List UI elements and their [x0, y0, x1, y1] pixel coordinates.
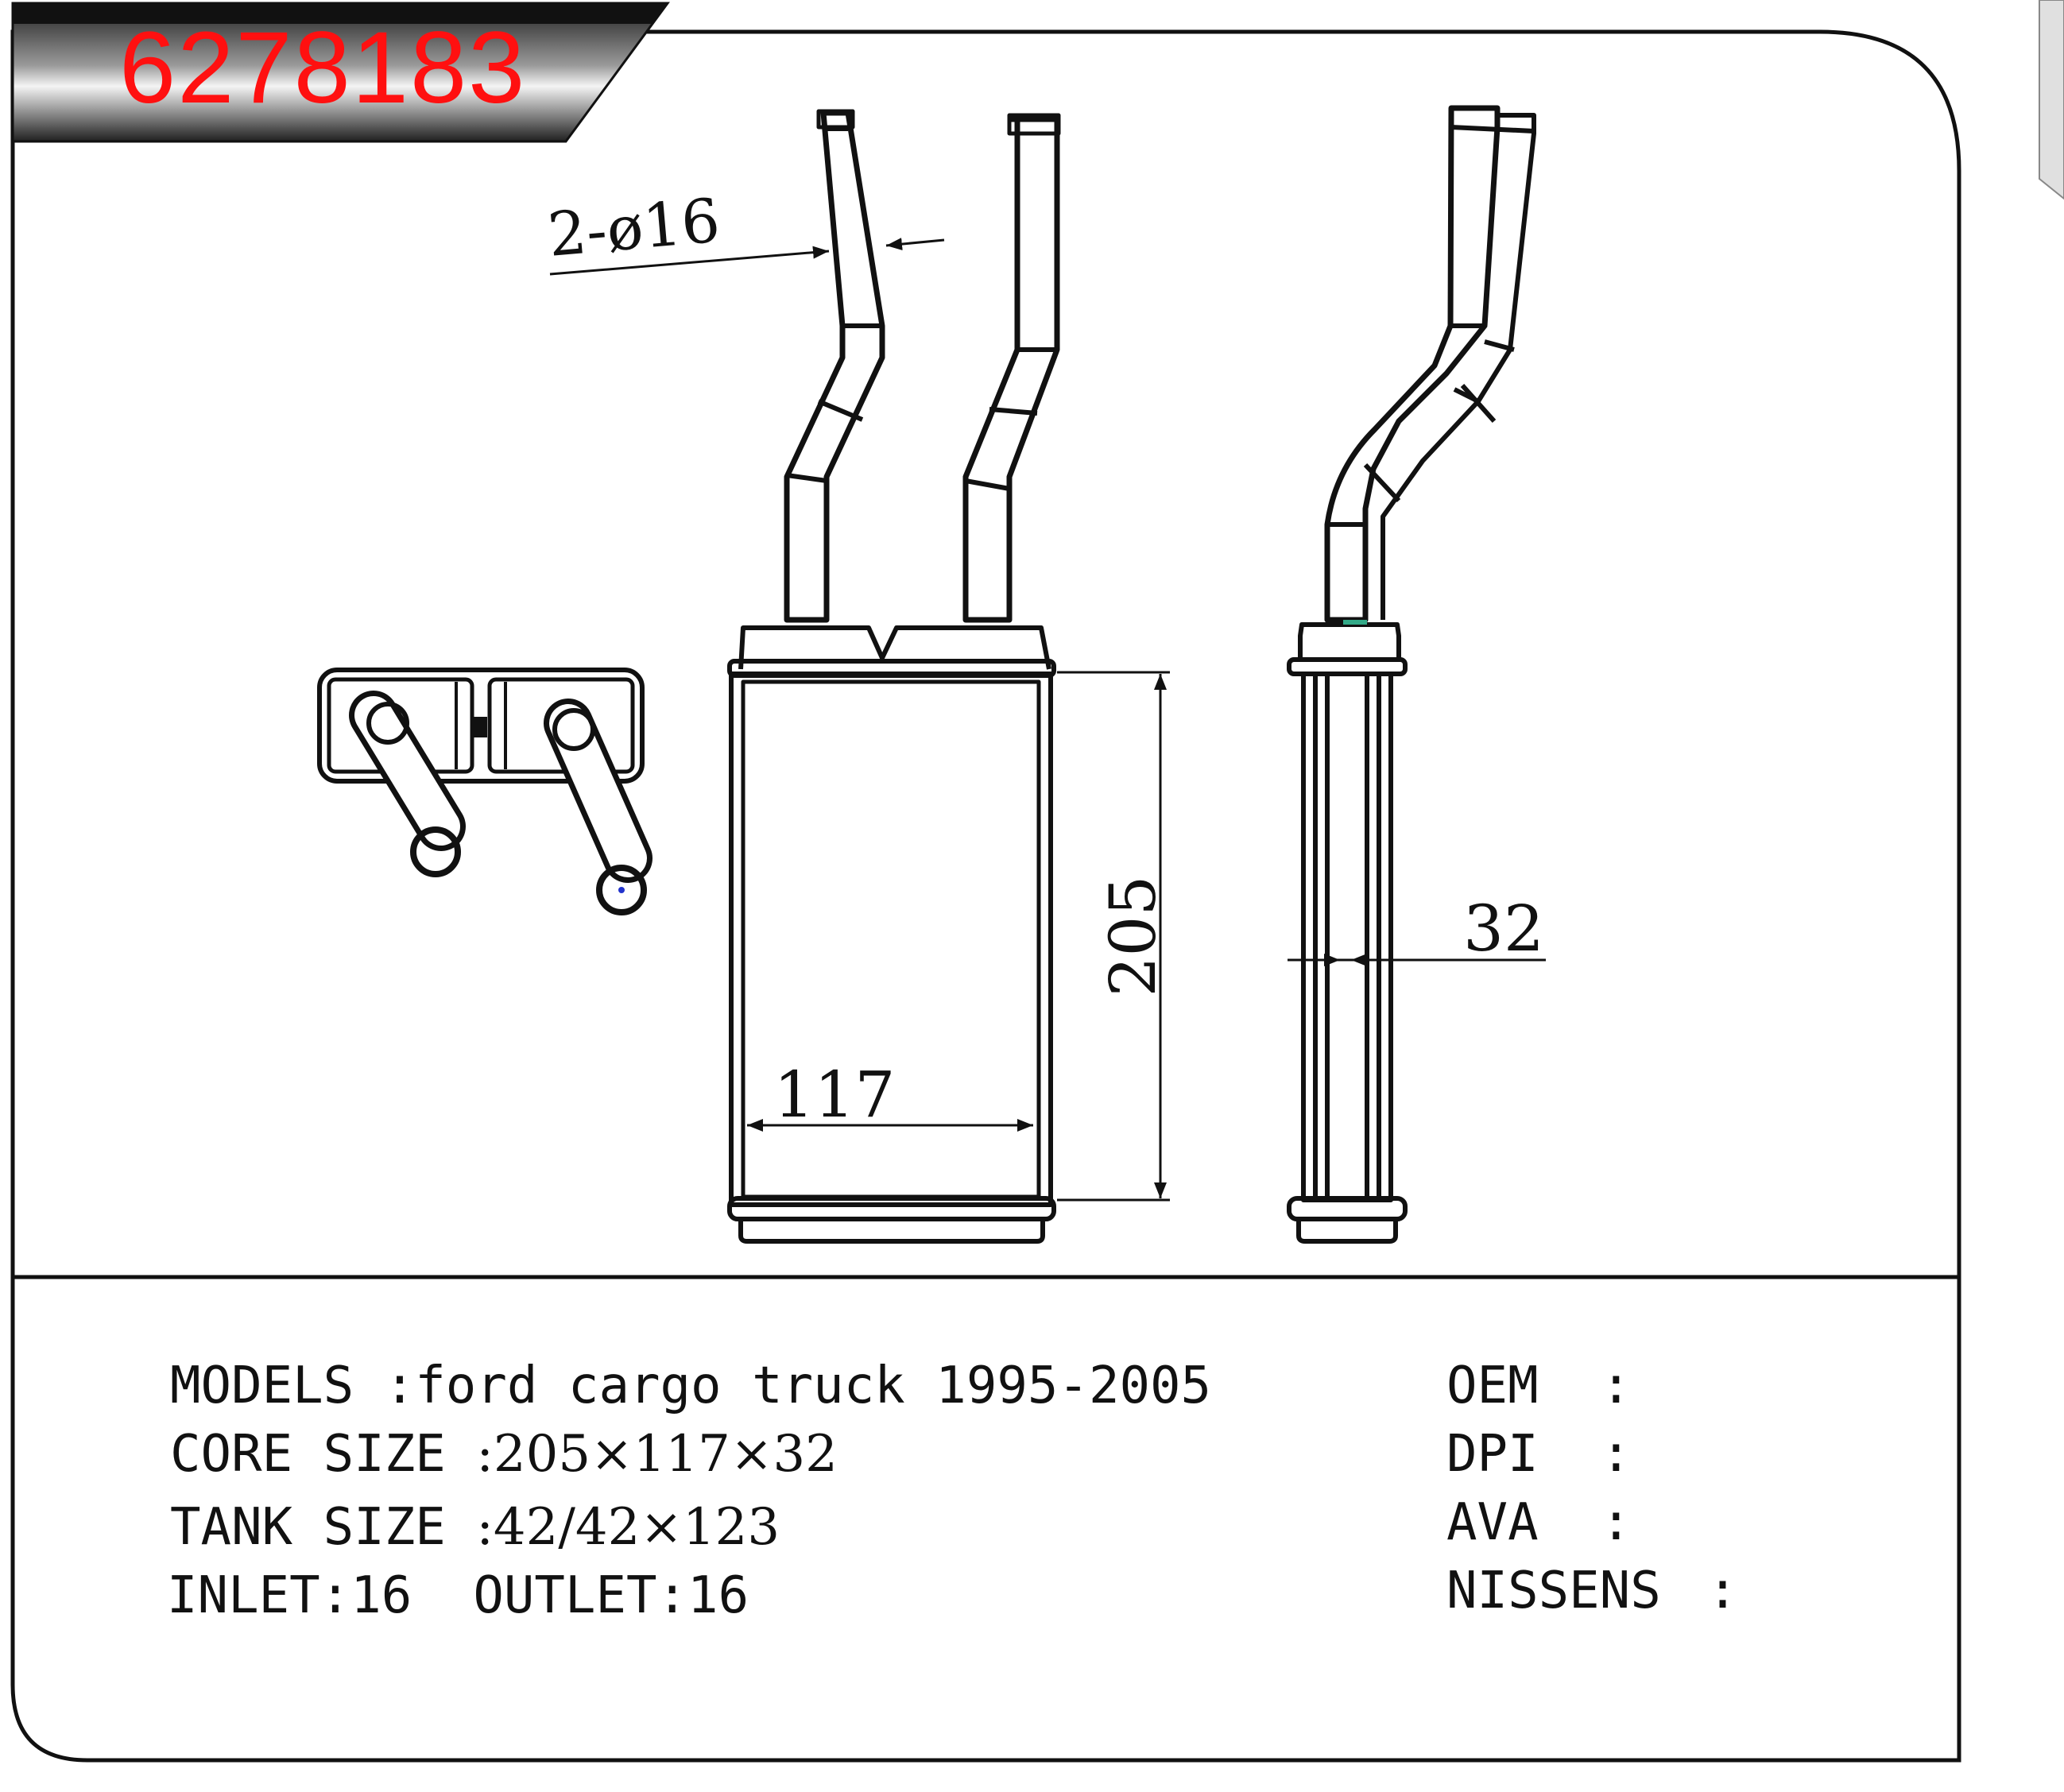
dpi-label: DPI — [1446, 1425, 1539, 1484]
spec-core-row: CORE SIZE :205×117×32 — [170, 1429, 838, 1480]
nissens-sep: : — [1707, 1562, 1738, 1620]
dpi-sep: : — [1601, 1425, 1632, 1484]
dimension-lines — [549, 238, 1546, 1202]
tank-size-value: :42/42×123 — [476, 1498, 780, 1557]
core-size-label: CORE SIZE — [170, 1425, 446, 1484]
core-size-value: :205×117×32 — [476, 1425, 838, 1484]
nissens-row: NISSENS : — [1446, 1566, 1738, 1616]
inlet-pipe — [784, 110, 885, 623]
core-width-dimension: 117 — [774, 1058, 896, 1132]
models-label: MODELS — [170, 1357, 354, 1415]
part-number-banner — [11, 2, 670, 143]
front-view — [727, 109, 1061, 1244]
edge-tab — [2039, 0, 2064, 200]
inlet-label: INLET: — [167, 1566, 351, 1625]
nissens-label: NISSENS — [1446, 1562, 1661, 1620]
spec-models-row: MODELS :ford cargo truck 1995-2005 — [170, 1360, 1211, 1411]
pipe-connector-view — [317, 668, 653, 915]
oem-sep: : — [1601, 1357, 1632, 1415]
core-depth-dimension: 32 — [1463, 892, 1544, 966]
outlet-pipe — [962, 116, 1060, 623]
ava-label: AVA — [1446, 1493, 1539, 1552]
dpi-row: DPI : — [1446, 1429, 1632, 1480]
pipe-diameter-callout: 2-ø16 — [545, 184, 722, 270]
oem-row: OEM : — [1446, 1360, 1632, 1411]
outer-frame — [10, 29, 1961, 1763]
top-tank — [738, 625, 1051, 670]
core — [729, 672, 1053, 1207]
tank-size-label: TANK SIZE — [170, 1498, 446, 1557]
outlet-label: OUTLET: — [473, 1566, 688, 1625]
ava-row: AVA : — [1446, 1497, 1632, 1548]
oem-label: OEM — [1446, 1357, 1539, 1415]
inlet-value: 16 — [350, 1566, 412, 1625]
ava-sep: : — [1601, 1493, 1632, 1552]
part-number: 6278183 — [119, 11, 527, 125]
spec-tank-row: TANK SIZE :42/42×123 — [170, 1502, 780, 1553]
spec-inlet-outlet-row: INLET:16 OUTLET:16 — [167, 1570, 749, 1621]
side-view — [1287, 105, 1536, 1244]
models-value: :ford cargo truck 1995-2005 — [384, 1357, 1212, 1415]
core-height-dimension: 205 — [1096, 876, 1170, 997]
outlet-value: 16 — [687, 1566, 749, 1625]
